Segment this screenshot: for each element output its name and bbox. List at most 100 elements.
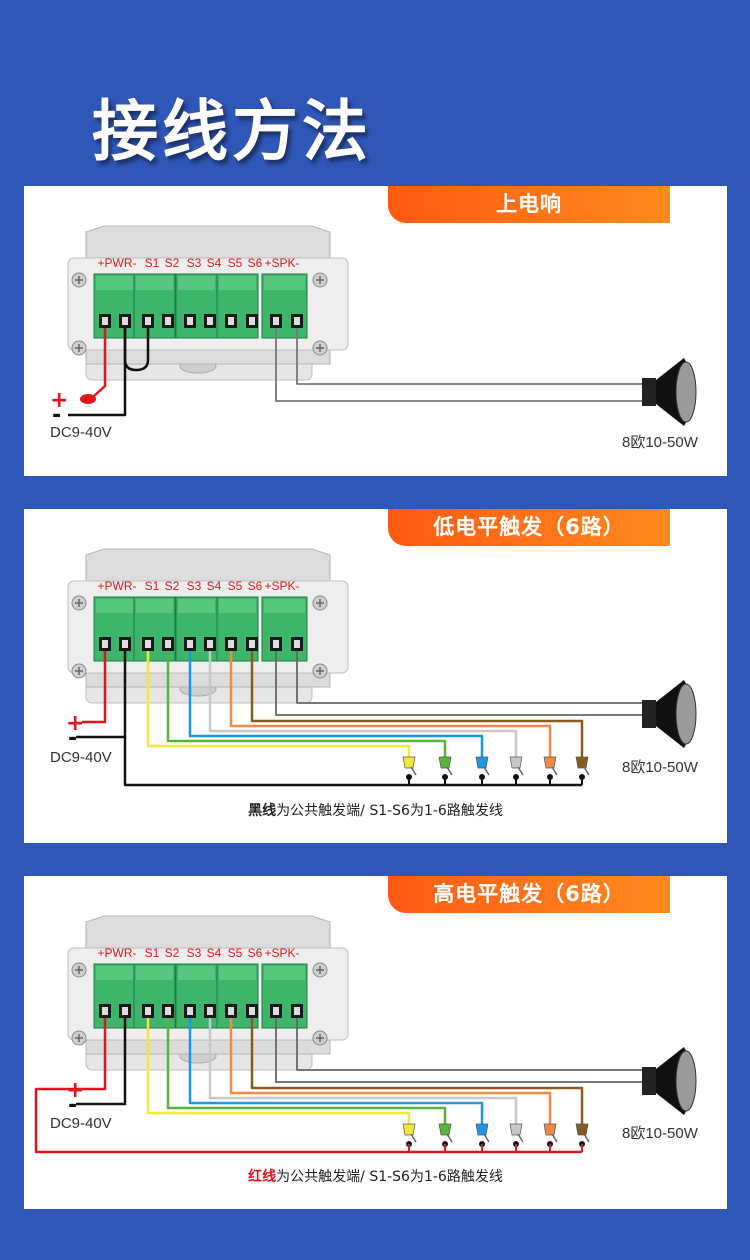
terminal-screw: [249, 317, 255, 325]
section-heading: 上电响: [496, 192, 562, 216]
terminal-screw: [207, 640, 213, 648]
terminal-screw: [294, 640, 300, 648]
terminal-screw: [273, 640, 279, 648]
connector-lead: [483, 766, 490, 776]
terminal-screw: [102, 640, 108, 648]
terminal-block-top: [178, 599, 215, 613]
terminal-block-top: [136, 276, 173, 290]
screw-slot: [75, 344, 83, 352]
supply-voltage-label: DC9-40V: [50, 424, 112, 441]
connector-lead: [517, 1133, 524, 1143]
wires: +-: [50, 328, 644, 428]
trigger-wire-s4: [208, 651, 518, 759]
connector-lead: [410, 1133, 417, 1143]
screw-slot: [316, 599, 324, 607]
speaker-icon: [642, 358, 697, 426]
speaker-icon: [642, 680, 697, 748]
terminal-label: +SPK-: [264, 579, 299, 593]
wires: +-: [66, 651, 644, 787]
terminal-label: S1: [145, 256, 160, 270]
speaker-wire-positive: [275, 651, 644, 716]
minus-sign: -: [52, 403, 61, 428]
terminal-label: S3: [187, 256, 202, 270]
terminal-label: S5: [228, 946, 243, 960]
connector-clip-icon: [475, 756, 489, 769]
note-highlight: 红线: [248, 1169, 277, 1185]
terminal-label: S6: [248, 579, 263, 593]
speaker-wire-negative: [296, 328, 644, 385]
terminal-block-top: [136, 966, 173, 980]
connector-lead: [483, 1133, 490, 1143]
terminal-label: S6: [248, 946, 263, 960]
trigger-wire-s2: [166, 651, 447, 759]
connector-lead: [583, 1133, 590, 1143]
note-text: 为公共触发端/ S1-S6为1-6路触发线: [276, 1169, 503, 1185]
power-positive-wire: [82, 651, 107, 724]
wiring-note: 黑线为公共触发端/ S1-S6为1-6路触发线: [24, 800, 727, 820]
terminal-screw: [249, 1007, 255, 1015]
screw-slot: [75, 276, 83, 284]
plus-sign: +: [66, 711, 84, 736]
terminal-screw: [273, 317, 279, 325]
speaker-wire-negative: [296, 1018, 644, 1071]
terminal-screw: [165, 640, 171, 648]
minus-sign: -: [68, 726, 77, 751]
common-trigger-wire: [123, 651, 582, 787]
terminal-screw: [145, 317, 151, 325]
connector-lead: [517, 766, 524, 776]
terminal-screw: [102, 317, 108, 325]
screw-slot: [316, 276, 324, 284]
terminal-label: S5: [228, 579, 243, 593]
terminal-screw: [165, 1007, 171, 1015]
speaker-magnet: [642, 378, 656, 406]
common-trigger-wire: [34, 1018, 582, 1154]
terminal-block-top: [264, 966, 305, 980]
plus-sign: +: [66, 1078, 84, 1103]
connector-lead: [551, 766, 558, 776]
trigger-wire-s4: [208, 1018, 518, 1126]
speaker-face: [675, 683, 697, 745]
terminal-screw: [145, 640, 151, 648]
terminal-label: S6: [248, 256, 263, 270]
terminal-label: S2: [165, 946, 180, 960]
screw-slot: [75, 966, 83, 974]
terminal-block-top: [219, 276, 256, 290]
screw-slot: [75, 667, 83, 675]
connector-clip-icon: [509, 756, 523, 769]
terminal-label: S3: [187, 579, 202, 593]
speaker-wire-positive: [275, 1018, 644, 1083]
connector-clip-icon: [543, 1123, 557, 1136]
trigger-wire-s5: [229, 1018, 552, 1126]
screw-slot: [316, 1034, 324, 1042]
terminal-label: S4: [207, 579, 222, 593]
terminal-screw: [102, 1007, 108, 1015]
connector-clip-icon: [402, 756, 416, 769]
terminal-label: +PWR-: [98, 579, 137, 593]
terminal-screw: [228, 640, 234, 648]
connector-lead: [446, 766, 453, 776]
trigger-wire-s2: [166, 1018, 447, 1126]
power-negative-wire: [68, 328, 127, 417]
page-title: 接线方法: [92, 93, 372, 170]
terminal-label: +SPK-: [264, 256, 299, 270]
speaker-magnet: [642, 700, 656, 728]
terminal-screw: [207, 1007, 213, 1015]
screw-slot: [316, 667, 324, 675]
screw-slot: [75, 599, 83, 607]
wires: +-: [34, 1018, 644, 1154]
terminal-screw: [294, 317, 300, 325]
section-heading-pill: 上电响: [388, 186, 670, 223]
speaker-icon: [642, 1047, 697, 1115]
terminal-screw: [122, 317, 128, 325]
power-negative-wire: [76, 1018, 127, 1106]
terminal-label: +PWR-: [98, 946, 137, 960]
note-highlight: 黑线: [248, 803, 277, 819]
trigger-wire-s6: [250, 651, 584, 759]
